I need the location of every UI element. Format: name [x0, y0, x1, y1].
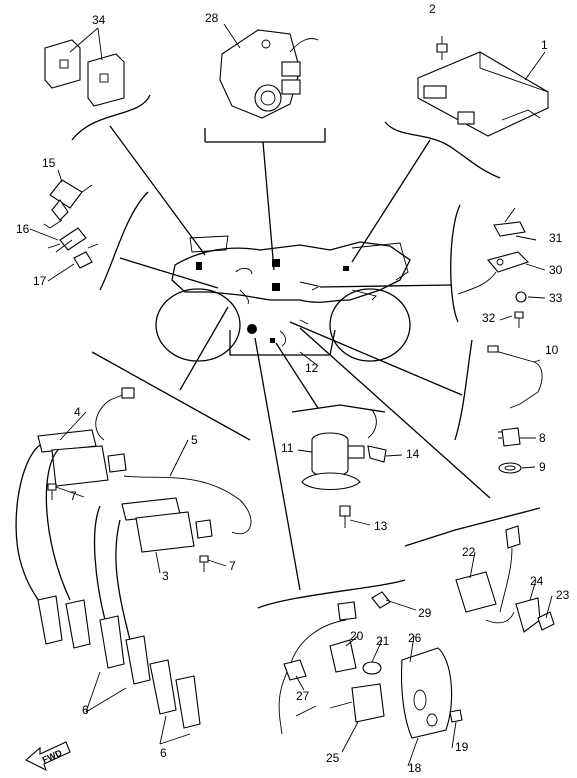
callout-14: 14: [406, 447, 420, 461]
neutral-switch: [487, 345, 543, 474]
callout-17: 17: [33, 274, 47, 288]
spark-plug-leads: [15, 444, 201, 745]
callout-21: 21: [376, 634, 390, 648]
callout-15: 15: [42, 156, 56, 170]
relay-pair: [44, 27, 125, 107]
forward-arrow-icon: FWD: [25, 741, 71, 772]
temperature-sensors: [43, 179, 99, 269]
callout-32: 32: [482, 311, 496, 325]
callout-18: 18: [408, 761, 422, 775]
callout-13: 13: [374, 519, 388, 533]
solenoid-unit: [301, 409, 387, 528]
callout-25: 25: [326, 751, 340, 765]
callout-leaders: [29, 169, 553, 767]
pickup-coil-assembly: [278, 591, 463, 739]
callout-29: 29: [418, 606, 432, 620]
callout-23: 23: [556, 588, 570, 602]
callout-28: 28: [205, 11, 219, 25]
callout-34: 34: [92, 13, 106, 27]
callout-8: 8: [539, 431, 546, 445]
callout-11: 11: [281, 441, 294, 455]
callout-1: 1: [541, 38, 548, 52]
callout-6a: 6: [82, 703, 89, 717]
ignition-coils: [37, 387, 252, 572]
sidestand-switch: [457, 207, 530, 328]
fuel-pump-switch: [219, 23, 319, 119]
ecu-unit: [417, 36, 549, 137]
motorcycle-silhouette: [155, 235, 411, 362]
callout-24: 24: [530, 574, 544, 588]
callout-26: 26: [408, 631, 422, 645]
callout-19: 19: [455, 740, 469, 754]
callout-3: 3: [162, 569, 169, 583]
callout-12: 12: [305, 361, 319, 375]
callout-7a: 7: [70, 489, 77, 503]
callout-27: 27: [296, 689, 310, 703]
fwd-label: FWD: [41, 747, 64, 765]
callout-7b: 7: [229, 559, 236, 573]
callout-numbers: 1 2 3 4 5 6 6 7 7 8 9 10 11 12 13 14 15 …: [16, 2, 570, 775]
callout-33: 33: [549, 291, 563, 305]
crank-position-sensor: [455, 525, 555, 633]
callout-30: 30: [549, 263, 563, 277]
callout-16: 16: [16, 222, 30, 236]
callout-4: 4: [74, 405, 81, 419]
callout-5: 5: [191, 433, 198, 447]
callout-2: 2: [429, 2, 436, 16]
callout-6b: 6: [160, 746, 167, 760]
callout-31: 31: [549, 231, 563, 245]
callout-10: 10: [545, 343, 559, 357]
leader-lines: [71, 94, 541, 609]
callout-9: 9: [539, 460, 546, 474]
callout-22: 22: [462, 545, 476, 559]
